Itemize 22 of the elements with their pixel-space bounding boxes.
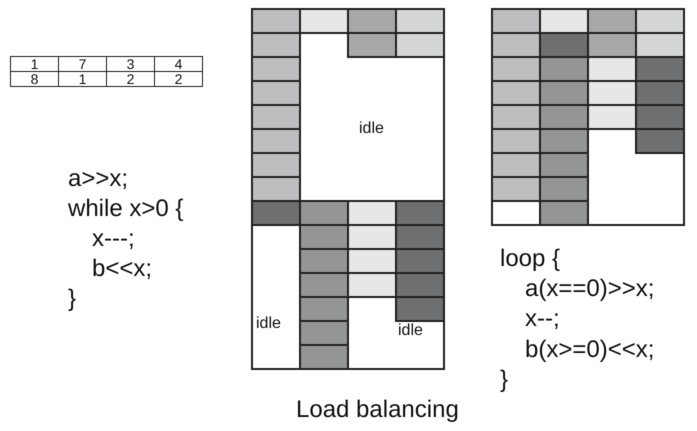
code-line: x---;	[92, 226, 135, 252]
table-cell: 8	[10, 71, 59, 87]
code-line: b<<x;	[92, 256, 152, 282]
code-line: while x>0 {	[68, 196, 184, 222]
table-cell: 4	[154, 56, 203, 72]
code-line: a(x==0)>>x;	[525, 276, 654, 302]
code-line: }	[68, 286, 76, 312]
code-line: b(x>=0)<<x;	[525, 337, 654, 364]
table-cell: 2	[154, 71, 203, 87]
table-cell: 2	[106, 71, 155, 87]
table-cell: 7	[58, 56, 107, 72]
code-line: a>>x;	[68, 166, 128, 192]
caption: Load balancing	[296, 397, 459, 424]
idle-label: idle	[398, 322, 423, 340]
table-cell: 1	[10, 56, 59, 72]
code-line: }	[500, 367, 508, 394]
idle-label: idle	[256, 315, 281, 333]
idle-label: idle	[359, 120, 384, 138]
code-line: loop {	[500, 246, 560, 272]
table-cell: 1	[58, 71, 107, 87]
table-cell: 3	[106, 56, 155, 72]
code-line: x--;	[525, 306, 560, 332]
